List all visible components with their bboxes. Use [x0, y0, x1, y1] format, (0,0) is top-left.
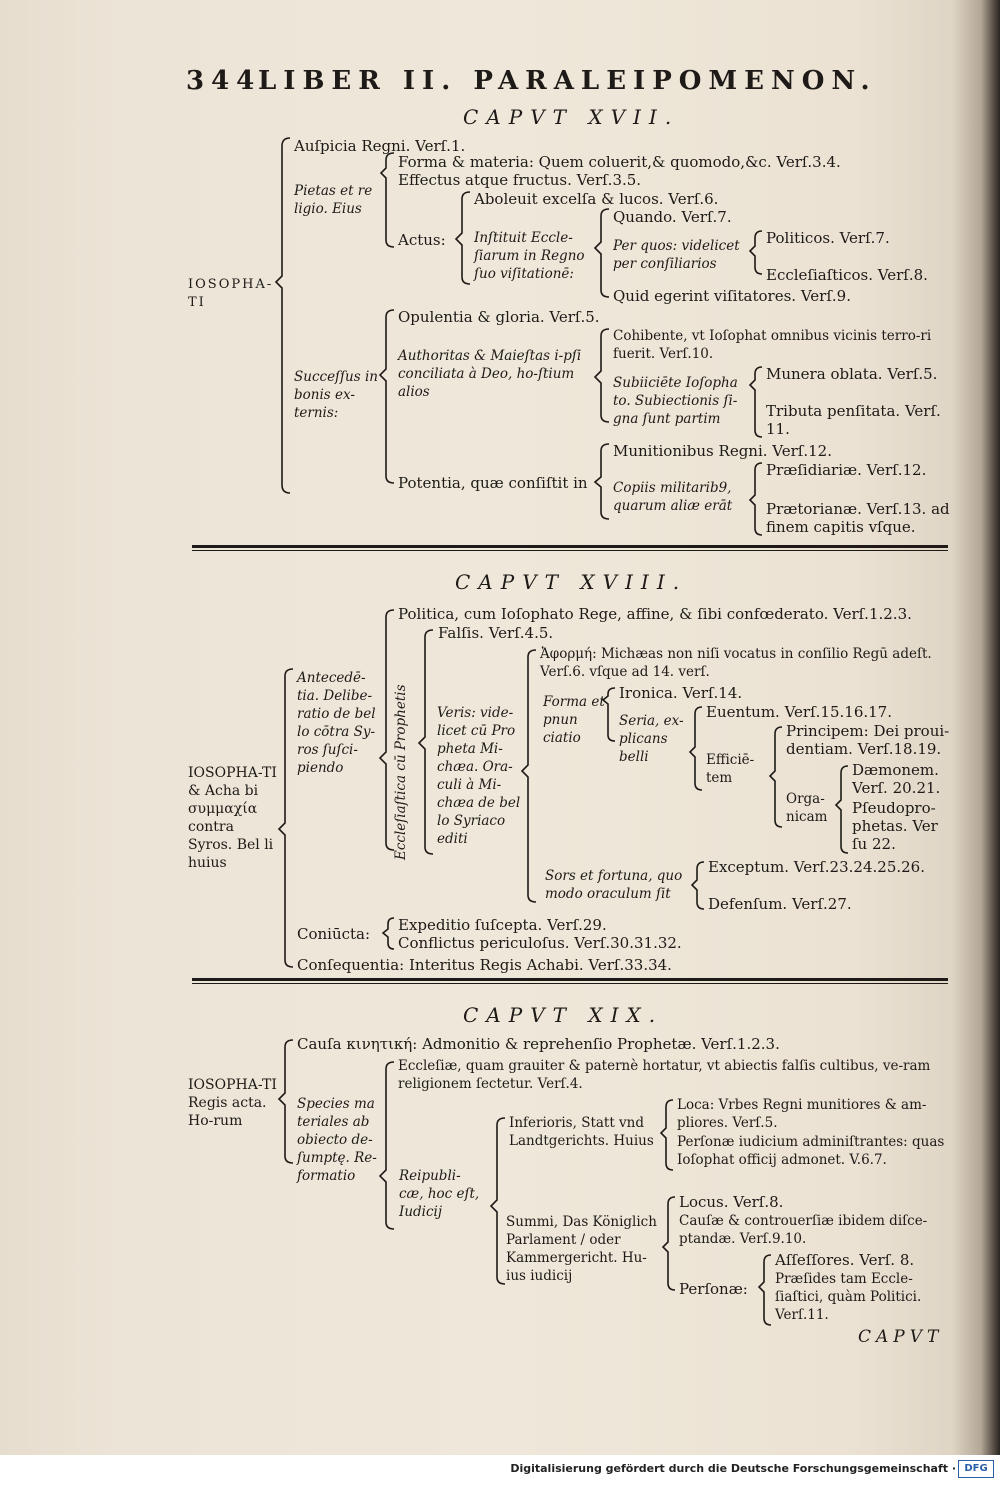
outline-node: Species ma teriales ab obiecto de-ſumptę…: [297, 1096, 377, 1184]
dfg-logo: DFG: [958, 1460, 994, 1478]
outline-node: Copiis militarib9, quarum aliæ erāt: [613, 480, 733, 514]
outline-node: Locus. Verſ.8.: [679, 1193, 784, 1211]
outline-node: Expeditio ſuſcepta. Verſ.29.: [398, 916, 607, 934]
outline-node: Politica, cum Ioſophato Rege, affine, & …: [398, 605, 912, 623]
outline-node: Politicos. Verſ.7.: [766, 229, 890, 247]
outline-node: Cauſæ & controuerſiæ ibidem diſce-ptandæ…: [679, 1213, 928, 1247]
section-divider: [192, 545, 948, 551]
outline-node-rotated: Eccleſiaſtica cū Prophetis: [393, 684, 409, 861]
outline-node: Forma et pnun ciatio: [543, 694, 605, 746]
outline-node: Actus:: [398, 231, 446, 249]
outline-node: Munera oblata. Verſ.5.: [766, 365, 938, 383]
page-edge-shadow: [952, 0, 1000, 1455]
chapter-subject: IOSOPHA-TI & Acha bi συμμαχία contra Syr…: [188, 765, 277, 871]
outline-node: Cauſa κινητική: Admonitio & reprehenſio …: [297, 1035, 780, 1053]
outline-node: Aboleuit excelſa & lucos. Verſ.6.: [474, 190, 719, 208]
outline-node: Præſidiariæ. Verſ.12.: [766, 461, 927, 479]
outline-node: Pſeudopro-phetas. Ver ſu 22.: [852, 799, 938, 853]
outline-node: Quid egerint viſitatores. Verſ.9.: [613, 287, 851, 305]
outline-node: Subiiciēte Ioſopha to. Subiectionis ſi-g…: [613, 375, 738, 427]
outline-node: Coniūcta:: [297, 925, 371, 943]
outline-node: Reipubli-cæ, hoc eſt, Iudicij: [399, 1168, 480, 1220]
outline-node: Veris: vide-licet cū Pro pheta Mi-chæa. …: [437, 705, 521, 847]
outline-node: Prætorianæ. Verſ.13. ad finem capitis vſ…: [766, 500, 950, 536]
book-page: 344 LIBER II. PARALEIPOMENON. CAPVT XVII…: [0, 0, 1000, 1455]
chapter-subject: IOSOPHA-TI: [188, 277, 274, 310]
outline-node: Opulentia & gloria. Verſ.5.: [398, 308, 600, 326]
outline-node: Eccleſiaſticos. Verſ.8.: [766, 266, 928, 284]
outline-node: Orga-nicam: [786, 791, 828, 825]
outline-node: Potentia, quæ conſiſtit in: [398, 474, 588, 492]
outline-node: Auſpicia Regni. Verſ.1.: [294, 137, 466, 155]
outline-node: Forma & materia: Quem coluerit,& quomodo…: [398, 153, 841, 171]
outline-node: Ἀφορμή: Michæas non niſi vocatus in conſ…: [540, 646, 932, 680]
outline-node: Eccleſiæ, quam grauiter & paternè hortat…: [398, 1058, 931, 1092]
outline-node: Conſequentia: Interitus Regis Achabi. Ve…: [297, 956, 672, 974]
catchword: CAPVT: [858, 1327, 944, 1347]
outline-node: Summi, Das Königlich Parlament / oder Ka…: [506, 1214, 657, 1284]
outline-node: Succeſſus in bonis ex-ternis:: [294, 369, 378, 421]
outline-node: Aſſeſſores. Verſ. 8.: [775, 1251, 915, 1269]
outline-node: Seria, ex-plicans belli: [619, 713, 684, 765]
section-divider: [192, 978, 948, 984]
outline-node: Euentum. Verſ.15.16.17.: [706, 703, 892, 721]
outline-node: Quando. Verſ.7.: [613, 208, 732, 226]
outline-node: Inſtituit Eccle-ſiarum in Regno ſuo viſi…: [474, 230, 585, 282]
outline-node: Tributa penſitata. Verſ. 11.: [766, 402, 941, 438]
chapter-title: CAPVT XVII.: [463, 105, 680, 129]
outline-node: Munitionibus Regni. Verſ.12.: [613, 442, 832, 460]
outline-node: Effectus atque fructus. Verſ.3.5.: [398, 171, 642, 189]
outline-node: Defenſum. Verſ.27.: [708, 895, 852, 913]
outline-node: Loca: Vrbes Regni munitiores & am-pliore…: [677, 1097, 927, 1131]
digitization-note: Digitalisierung gefördert durch die Deut…: [510, 1462, 956, 1475]
outline-node: Inferioris, Statt vnd Landtgerichts. Hui…: [509, 1115, 654, 1149]
viewer-footer: [0, 1455, 1000, 1485]
chapter-title: CAPVT XIX.: [463, 1003, 664, 1027]
outline-node: Perſonæ:: [679, 1280, 748, 1298]
page-number: 344: [186, 66, 262, 96]
outline-node: Falſis. Verſ.4.5.: [438, 624, 554, 642]
outline-node: Antecedē-tia. Delibe-ratio de bel lo cōt…: [297, 670, 376, 776]
outline-node: Pietas et re ligio. Eius: [294, 183, 373, 217]
outline-node: Conflictus periculoſus. Verſ.30.31.32.: [398, 934, 682, 952]
outline-node: Perſonæ iudicium adminiſtrantes: quas Io…: [677, 1134, 945, 1168]
outline-node: Præſides tam Eccle-ſiaſtici, quàm Politi…: [775, 1271, 922, 1323]
chapter-title: CAPVT XVIII.: [455, 570, 688, 594]
outline-node: Sors et fortuna, quo modo oraculum ſit: [545, 868, 683, 902]
chapter-subject: IOSOPHA-TI Regis acta. Ho-rum: [188, 1077, 277, 1129]
outline-node: Cohibente, vt Ioſophat omnibus vicinis t…: [613, 328, 932, 362]
running-title: LIBER II. PARALEIPOMENON.: [258, 66, 877, 96]
outline-node: Authoritas & Maieſtas i-pſi conciliata à…: [398, 348, 582, 400]
outline-node: Principem: Dei proui-dentiam. Verſ.18.19…: [786, 722, 950, 758]
outline-node: Per quos: videlicet per conſiliarios: [613, 238, 740, 272]
outline-node: Exceptum. Verſ.23.24.25.26.: [708, 858, 925, 876]
outline-node: Efficiē-tem: [706, 752, 755, 786]
outline-node: Dæmonem. Verſ. 20.21.: [852, 761, 941, 797]
outline-node: Ironica. Verſ.14.: [619, 684, 743, 702]
